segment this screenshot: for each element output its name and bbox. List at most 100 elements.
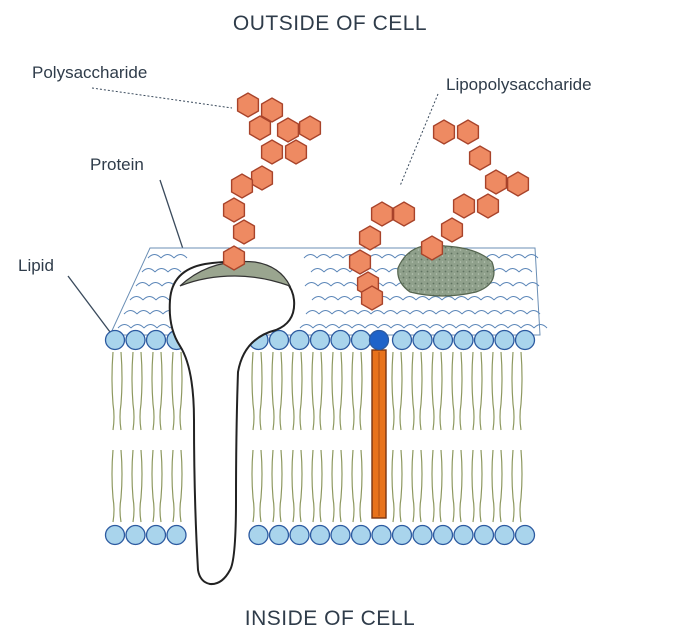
lipid-head: [126, 526, 145, 545]
lipid-head: [311, 331, 330, 350]
lipid-tail: [252, 352, 254, 430]
lipid-head: [495, 526, 514, 545]
lipid-head: [434, 526, 453, 545]
inside-of-cell-title: INSIDE OF CELL: [245, 607, 415, 630]
lipid-tail: [360, 352, 362, 430]
outside-of-cell-title: OUTSIDE OF CELL: [233, 12, 427, 35]
glycolipid-sugar-unit: [478, 194, 499, 218]
lipid-tail: [132, 352, 134, 430]
protein-sugar-unit: [234, 220, 255, 244]
glycolipid-sugar-unit: [422, 236, 443, 260]
lipid-head: [393, 331, 412, 350]
lipid-head: [106, 331, 125, 350]
lipid-tail: [272, 450, 274, 522]
glycolipid-sugar-unit: [508, 172, 529, 196]
lipid-tail: [160, 352, 162, 430]
lipopolysaccharide-sugar-unit: [394, 202, 415, 226]
glycolipid-sugar-unit: [454, 194, 475, 218]
lipid-tail: [312, 450, 314, 522]
lipid-tail: [332, 450, 334, 522]
lipid-head: [147, 526, 166, 545]
lipid-tail: [492, 352, 494, 430]
glycolipid-sugar-unit: [486, 170, 507, 194]
lipid-head: [167, 526, 186, 545]
protein-sugar-unit: [300, 116, 321, 140]
lipopolysaccharide-sugar-unit: [350, 250, 371, 274]
lipid-head: [372, 526, 391, 545]
lipid-tail: [120, 450, 122, 522]
glycolipid-sugar-unit: [434, 120, 455, 144]
lipid-head: [352, 526, 371, 545]
lipid-head: [516, 526, 535, 545]
lipopolysaccharide-sugar-unit: [362, 286, 383, 310]
protein-sugar-unit: [286, 140, 307, 164]
protein-sugar-unit: [224, 246, 245, 270]
lipid-head: [475, 526, 494, 545]
lipid-tail: [292, 450, 294, 522]
polysaccharide-label: Polysaccharide: [32, 63, 147, 82]
lipid-tail: [120, 352, 122, 430]
lipid-tail: [152, 352, 154, 430]
lipid-head: [311, 526, 330, 545]
glycolipid-sugar-unit: [470, 146, 491, 170]
lipid-head: [331, 331, 350, 350]
lipid-tail: [332, 352, 334, 430]
lipid-head: [454, 526, 473, 545]
lipid-head: [516, 331, 535, 350]
lipid-head: [249, 526, 268, 545]
lipid-head: [331, 526, 350, 545]
protein-sugar-unit: [278, 118, 299, 142]
lipid-head: [290, 331, 309, 350]
lipid-tail: [472, 352, 474, 430]
glycolipid-sugar-unit: [458, 120, 479, 144]
lipid-head: [413, 526, 432, 545]
lipid-head: [352, 331, 371, 350]
lipid-tail: [320, 450, 322, 522]
lipid-tail: [492, 450, 494, 522]
lipid-tail: [172, 450, 174, 522]
lipid-tail: [312, 352, 314, 430]
lipid-tail: [260, 450, 262, 522]
glycolipid-sugar-unit: [442, 218, 463, 242]
lipid-tail: [172, 352, 174, 430]
lipid-tail: [432, 352, 434, 430]
lipid-tails: [112, 352, 522, 522]
lipid-tail: [352, 450, 354, 522]
lipid-tail: [112, 450, 114, 522]
lipopolysaccharide-sugar-unit: [372, 202, 393, 226]
lipid-tail: [440, 450, 442, 522]
lipid-tail: [420, 352, 422, 430]
protein-sugar-unit: [232, 174, 253, 198]
lipid-tail: [420, 450, 422, 522]
lipid-tail: [500, 450, 502, 522]
protein-sugar-unit: [262, 140, 283, 164]
lipopolysaccharide-label: Lipopolysaccharide: [446, 75, 592, 94]
lipid-tail: [460, 450, 462, 522]
lipid-tail: [180, 352, 182, 430]
lipid-tail: [340, 450, 342, 522]
protein-sugar-unit: [224, 198, 245, 222]
lipid-tail: [360, 450, 362, 522]
polysaccharide-leader: [92, 88, 232, 108]
lipid-tail: [520, 352, 522, 430]
lipid-tail: [472, 450, 474, 522]
lipid-tail: [152, 450, 154, 522]
lipid-tail: [160, 450, 162, 522]
lipid-tail: [252, 450, 254, 522]
lipid-head: [270, 526, 289, 545]
lipid-tail: [400, 352, 402, 430]
lipid-tail: [300, 352, 302, 430]
lipid-head: [393, 526, 412, 545]
lipid-tail: [272, 352, 274, 430]
lipid-tail: [460, 352, 462, 430]
lipid-tail: [280, 352, 282, 430]
lipid-head: [475, 331, 494, 350]
lipid-leader: [68, 276, 110, 332]
lipid-tail: [440, 352, 442, 430]
lipopolysaccharide-sugar-unit: [360, 226, 381, 250]
lipid-tail: [520, 450, 522, 522]
lipid-tail: [180, 450, 182, 522]
lipid-tail: [500, 352, 502, 430]
lipopolysaccharide-anchor-head: [370, 331, 389, 350]
lipid-tail: [480, 450, 482, 522]
